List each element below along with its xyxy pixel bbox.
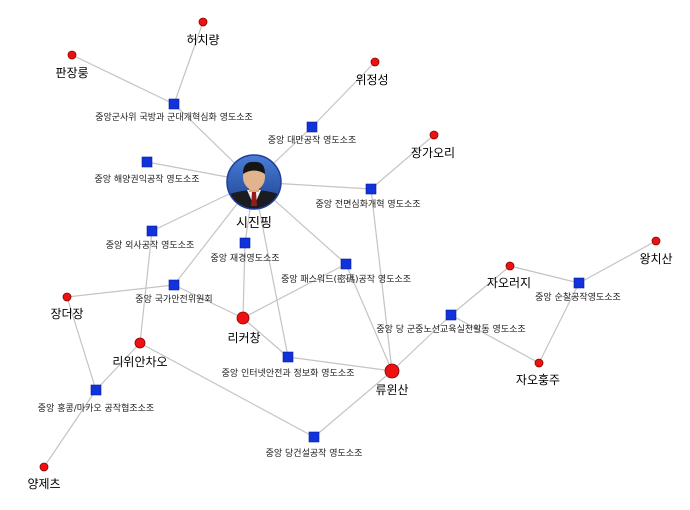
edge-zlj-g_insp — [509, 265, 580, 284]
edge-lys-g_pw — [345, 263, 393, 372]
edge-yjc-g_hk — [43, 389, 97, 468]
group-square-g_tw[interactable] — [306, 121, 318, 133]
person-dot-zhz[interactable] — [534, 358, 544, 368]
group-square-g_mil[interactable] — [168, 98, 180, 110]
edge-zhz-g_edu — [450, 314, 540, 364]
edge-lkq-g_fin — [242, 242, 246, 319]
edge-jdj-g_nsc — [66, 284, 175, 298]
group-square-g_ref[interactable] — [365, 183, 377, 195]
edge-lys-g_net — [287, 356, 393, 372]
person-label-lzs: 리위안차오 — [112, 355, 167, 369]
edge-lkq-g_net — [242, 317, 289, 358]
center-node[interactable]: 시진핑 — [226, 154, 282, 231]
group-label-g_sea: 중앙 해양권익공작 영도소조 — [94, 173, 199, 185]
group-label-g_mil: 중앙군사위 국방과 군대개혁심화 영도소조 — [95, 111, 253, 123]
edge-zlj-g_edu — [450, 265, 511, 316]
edge-pjl-g_mil — [71, 54, 175, 105]
group-square-g_nsc[interactable] — [168, 279, 180, 291]
group-label-g_hk: 중앙 홍콩/마카오 공작협조소조 — [38, 402, 154, 414]
group-label-g_insp: 중앙 순찰공작영도소조 — [535, 291, 621, 303]
person-dot-wjs[interactable] — [370, 57, 380, 67]
group-label-g_nsc: 중앙 국가안전위원회 — [135, 293, 212, 305]
person-dot-jdj[interactable] — [62, 292, 72, 302]
person-label-wjs: 위정성 — [355, 73, 388, 87]
edge-lzs-g_hk — [95, 342, 141, 391]
group-square-g_net[interactable] — [282, 351, 294, 363]
person-label-lkq: 리커창 — [227, 331, 260, 345]
person-dot-lkq[interactable] — [236, 311, 250, 325]
group-label-g_fa: 중앙 외사공작 영도소조 — [106, 239, 195, 251]
group-square-g_party[interactable] — [308, 431, 320, 443]
group-square-g_insp[interactable] — [573, 277, 585, 289]
person-label-jdj: 장더장 — [50, 307, 83, 321]
person-label-hcl: 허치량 — [186, 33, 219, 47]
edge-lzs-g_party — [139, 342, 315, 438]
portrait-ring — [226, 154, 282, 210]
group-square-g_pw[interactable] — [340, 258, 352, 270]
group-square-g_edu[interactable] — [445, 309, 457, 321]
edge-wqs-g_insp — [578, 240, 657, 284]
person-dot-lzs[interactable] — [134, 337, 146, 349]
person-label-lys: 류윈산 — [375, 383, 408, 397]
group-label-g_net: 중앙 인터넷안전과 정보화 영도소조 — [222, 367, 355, 379]
person-label-zlj: 자오러지 — [487, 276, 531, 290]
group-label-g_tw: 중앙 대만공작 영도소조 — [268, 134, 357, 146]
edge-lys-g_edu — [391, 314, 452, 372]
group-square-g_sea[interactable] — [141, 156, 153, 168]
group-label-g_edu: 중앙 당 군중노선교육실천활동 영도소조 — [376, 323, 525, 335]
person-dot-wqs[interactable] — [651, 236, 661, 246]
person-dot-jgr[interactable] — [429, 130, 439, 140]
group-square-g_hk[interactable] — [90, 384, 102, 396]
person-dot-zlj[interactable] — [505, 261, 515, 271]
edge-zhz-g_insp — [538, 282, 580, 364]
edge-jdj-g_hk — [66, 296, 97, 391]
person-dot-pjl[interactable] — [67, 50, 77, 60]
person-label-pjl: 판장룽 — [55, 66, 88, 80]
group-label-g_party: 중앙 당건설공작 영도소조 — [266, 447, 363, 459]
edge-lys-g_ref — [370, 188, 393, 372]
edge-wjs-g_tw — [311, 61, 376, 128]
edge-hcl-g_mil — [173, 21, 204, 105]
person-label-wqs: 왕치산 — [639, 252, 672, 266]
person-label-zhz: 자오훙주 — [516, 373, 560, 387]
person-label-jgr: 장가오리 — [411, 146, 455, 160]
person-dot-yjc[interactable] — [39, 462, 49, 472]
group-label-g_ref: 중앙 전면심화개혁 영도소조 — [315, 198, 420, 210]
edge-lzs-g_fa — [139, 230, 153, 344]
center-label: 시진핑 — [236, 216, 272, 231]
person-dot-lys[interactable] — [384, 363, 400, 379]
person-label-yjc: 양제츠 — [27, 477, 60, 491]
group-label-g_pw: 중앙 패스워드(密碼)공작 영도소조 — [281, 273, 411, 285]
edge-lkq-g_nsc — [173, 284, 244, 319]
group-label-g_fin: 중앙 재경영도소조 — [210, 252, 279, 264]
group-square-g_fa[interactable] — [146, 225, 158, 237]
edge-lkq-g_pw — [242, 263, 347, 319]
person-dot-hcl[interactable] — [198, 17, 208, 27]
edge-lys-g_party — [313, 370, 393, 438]
edge-center-g_net — [253, 181, 289, 358]
group-square-g_fin[interactable] — [239, 237, 251, 249]
edge-jgr-g_ref — [370, 134, 435, 190]
